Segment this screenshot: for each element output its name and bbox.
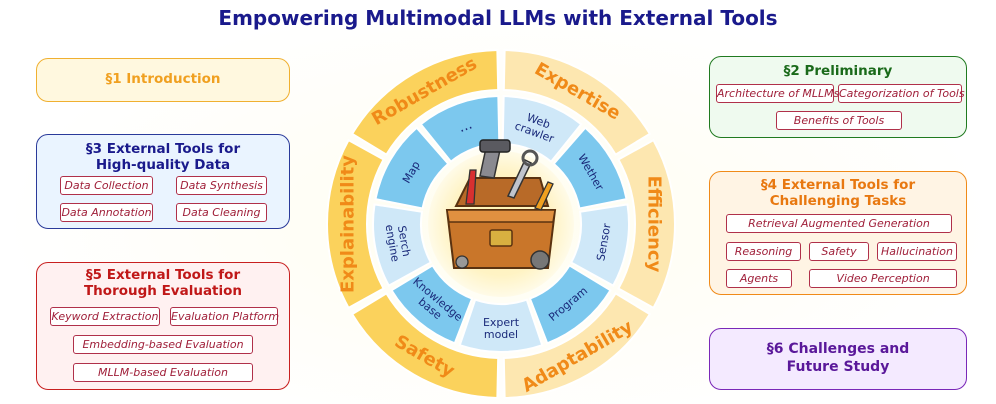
section-tasks-title-line1: §4 External Tools for [760, 177, 916, 193]
outer-segment-robustness [350, 49, 500, 156]
outer-segment-expertise [502, 49, 652, 156]
outer-label-efficiency: Efficiency [644, 176, 665, 273]
chip-benefits-tools: Benefits of Tools [776, 111, 902, 130]
section-data-title-line2: High-quality Data [95, 157, 231, 173]
section-data-title-line1: §3 External Tools for [85, 141, 241, 157]
section-eval-title-line2: Thorough Evaluation [83, 283, 243, 299]
section-preliminary-title: §2 Preliminary [783, 63, 893, 79]
chip-agents: Agents [726, 269, 792, 288]
section-thorough-evaluation-box: §5 External Tools for Thorough Evaluatio… [36, 262, 290, 390]
inner-label-0: ... [456, 116, 474, 136]
section-challenging-tasks-box: §4 External Tools for Challenging Tasks … [709, 171, 967, 295]
inner-segment-6 [390, 264, 474, 345]
inner-segment-7 [372, 203, 433, 288]
chip-safety: Safety [809, 242, 869, 261]
chip-keyword-extraction: Keyword Extraction [50, 307, 160, 326]
outer-ring [326, 49, 676, 399]
chip-video-perception: Video Perception [809, 269, 957, 288]
chip-hallucination: Hallucination [877, 242, 957, 261]
chip-categorization-tools: Categorization of Tools [838, 84, 965, 103]
inner-segment-8 [374, 126, 450, 210]
chip-data-collection: Data Collection [60, 176, 153, 195]
inner-ring [372, 95, 630, 353]
section-challenges-title-line2: Future Study [786, 359, 890, 375]
toolbox-icon [445, 139, 557, 270]
section-eval-title-line1: §5 External Tools for [85, 267, 241, 283]
chip-embedding-evaluation: Embedding-based Evaluation [73, 335, 253, 354]
chip-reasoning: Reasoning [726, 242, 801, 261]
chip-data-synthesis: Data Synthesis [176, 176, 267, 195]
outer-segment-adaptability [502, 292, 652, 399]
section-tasks-title-line2: Challenging Tasks [769, 193, 907, 209]
section-introduction-title: §1 Introduction [105, 71, 221, 87]
outer-label-explainability: Explainability [338, 155, 359, 293]
section-challenges-box: §6 Challenges and Future Study [709, 328, 967, 390]
section-introduction-box: §1 Introduction [36, 58, 290, 102]
inner-label-7: Serchengine [383, 221, 414, 263]
chip-rag: Retrieval Augmented Generation [726, 214, 952, 233]
outer-segment-explainability [326, 138, 385, 310]
chip-mllm-evaluation: MLLM-based Evaluation [73, 363, 253, 382]
inner-segment-2 [552, 126, 628, 210]
inner-segment-3 [569, 203, 630, 288]
inner-segment-5 [458, 298, 544, 353]
outer-segment-safety [350, 292, 500, 399]
inner-label-1: Webcrawler [513, 108, 560, 146]
chip-data-annotation: Data Annotation [60, 203, 153, 222]
section-high-quality-data-box: §3 External Tools for High-quality Data … [36, 134, 290, 229]
chip-evaluation-platform: Evaluation Platform [170, 307, 279, 326]
outer-segment-efficiency [617, 138, 676, 310]
section-challenges-title-line1: §6 Challenges and [766, 341, 910, 357]
section-preliminary-box: §2 Preliminary Architecture of MLLMs Cat… [709, 56, 967, 138]
page-title: Empowering Multimodal LLMs with External… [218, 6, 778, 30]
chip-architecture-mllms: Architecture of MLLMs [716, 84, 839, 103]
inner-segment-4 [528, 264, 612, 345]
chip-data-cleaning: Data Cleaning [176, 203, 267, 222]
inner-segment-1 [501, 95, 583, 164]
